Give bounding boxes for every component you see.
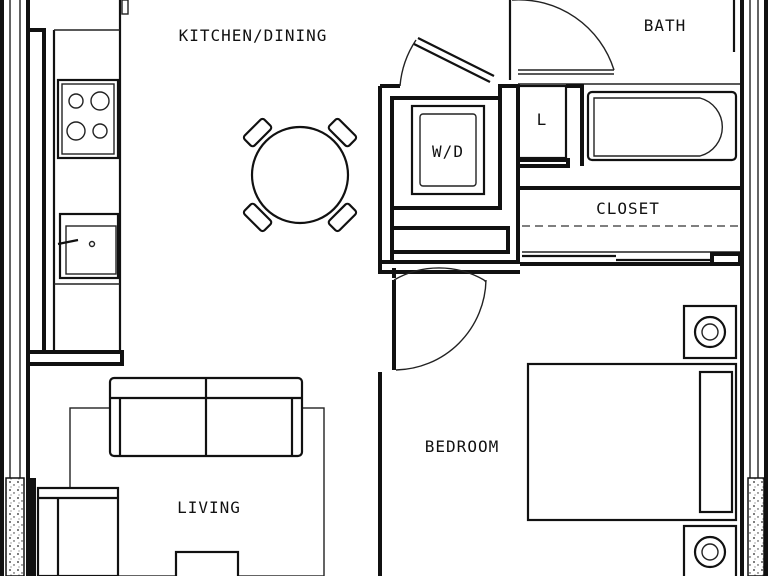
window-left xyxy=(5,477,36,576)
window-right xyxy=(747,477,765,576)
room-label-kitchen-dining: KITCHEN/DINING xyxy=(179,26,328,45)
sink-icon xyxy=(57,212,120,280)
room-label-closet: CLOSET xyxy=(596,199,660,218)
bath-door-icon xyxy=(508,0,615,80)
nightstand-icon xyxy=(682,524,738,576)
bedroom-door-icon xyxy=(392,267,487,371)
room-label-linen: L xyxy=(537,110,548,129)
shelf xyxy=(390,226,510,254)
stove-icon xyxy=(56,78,120,160)
laundry-door-icon xyxy=(399,37,495,87)
sofa-icon xyxy=(108,376,304,458)
room-label-bath: BATH xyxy=(644,16,687,35)
nightstand-icon xyxy=(682,304,738,360)
washer-dryer-icon xyxy=(390,96,502,210)
bath-walls xyxy=(516,83,740,190)
coffee-table-icon xyxy=(174,550,240,576)
room-label-living: LIVING xyxy=(177,498,241,517)
closet-doors xyxy=(520,251,742,266)
armchair-icon xyxy=(36,486,120,576)
kitchen-counter xyxy=(30,0,129,366)
room-label-bedroom: BEDROOM xyxy=(425,437,499,456)
dining-table-icon xyxy=(242,117,358,233)
bed-icon xyxy=(526,362,738,522)
room-label-laundry: W/D xyxy=(432,142,464,161)
chair-icon xyxy=(242,117,358,233)
linen-cabinet xyxy=(516,84,568,160)
bathtub-icon xyxy=(586,90,738,162)
